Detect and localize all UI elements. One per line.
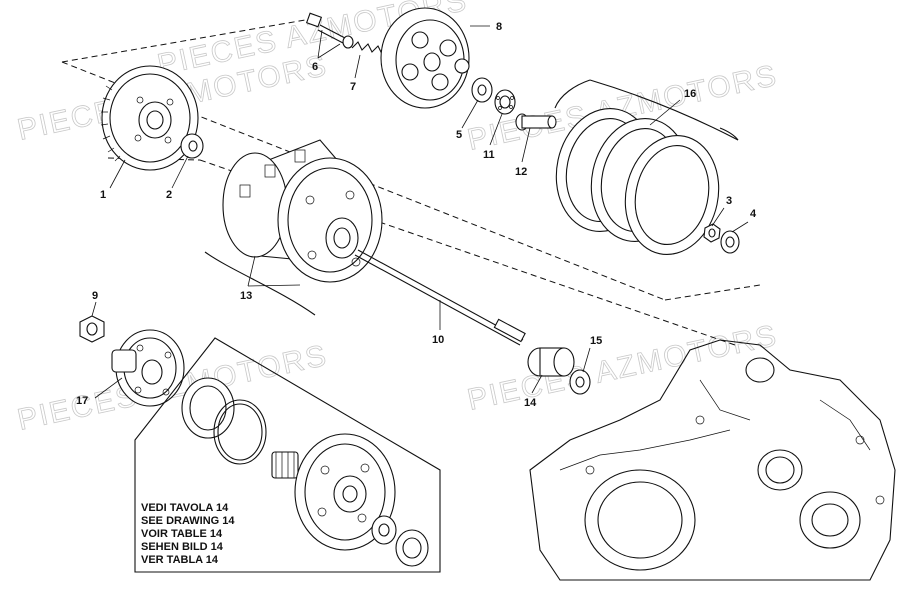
callout-5: 5 xyxy=(456,129,462,141)
callout-3: 3 xyxy=(726,195,732,207)
callout-6: 6 xyxy=(312,61,318,73)
part-17-drive-gear xyxy=(111,329,185,407)
part-7-spring xyxy=(351,41,383,55)
callout-17: 17 xyxy=(76,395,88,407)
callout-11: 11 xyxy=(483,149,495,161)
part-5-washer xyxy=(471,77,493,103)
callout-9: 9 xyxy=(92,290,98,302)
callout-1: 1 xyxy=(100,189,106,201)
part-13-clutch-basket xyxy=(204,139,383,316)
part-9-nut xyxy=(79,315,105,343)
callout-4: 4 xyxy=(750,208,757,220)
part-16-clutch-plates xyxy=(554,79,739,256)
part-14-bushing xyxy=(527,347,575,377)
callout-14: 14 xyxy=(524,397,537,409)
part-15-washer xyxy=(569,369,591,395)
part-1-primary-gear xyxy=(100,65,199,171)
reference-line-de: SEHEN BILD 14 xyxy=(141,541,224,553)
reference-line-en: SEE DRAWING 14 xyxy=(141,515,235,527)
part-6-bolt xyxy=(305,12,354,49)
callout-10: 10 xyxy=(432,334,444,346)
callout-8: 8 xyxy=(496,21,502,33)
leader-lines xyxy=(91,25,749,399)
part-11-thrust-bearing xyxy=(494,89,516,115)
callout-15: 15 xyxy=(590,335,602,347)
part-10-pushrod xyxy=(354,249,526,346)
part-8-pressure-plate xyxy=(380,7,470,109)
part-2-tab-washer xyxy=(180,133,204,159)
reference-line-fr: VOIR TABLE 14 xyxy=(141,528,223,540)
part-4-lock-washer xyxy=(720,230,740,254)
starter-inset xyxy=(134,337,441,573)
callout-7: 7 xyxy=(350,81,356,93)
reference-line-it: VEDI TAVOLA 14 xyxy=(141,502,229,514)
callout-labels: 1 2 3 4 5 6 7 8 9 10 11 12 13 14 15 16 1… xyxy=(76,21,757,409)
callout-2: 2 xyxy=(166,189,172,201)
callout-12: 12 xyxy=(515,166,527,178)
part-12-push-piece xyxy=(515,113,557,131)
reference-note: VEDI TAVOLA 14 SEE DRAWING 14 VOIR TABLE… xyxy=(141,502,235,566)
crankcase xyxy=(529,339,896,581)
callout-13: 13 xyxy=(240,290,252,302)
callout-16: 16 xyxy=(684,88,696,100)
part-3-nut xyxy=(703,223,721,243)
reference-line-es: VER TABLA 14 xyxy=(141,554,219,566)
